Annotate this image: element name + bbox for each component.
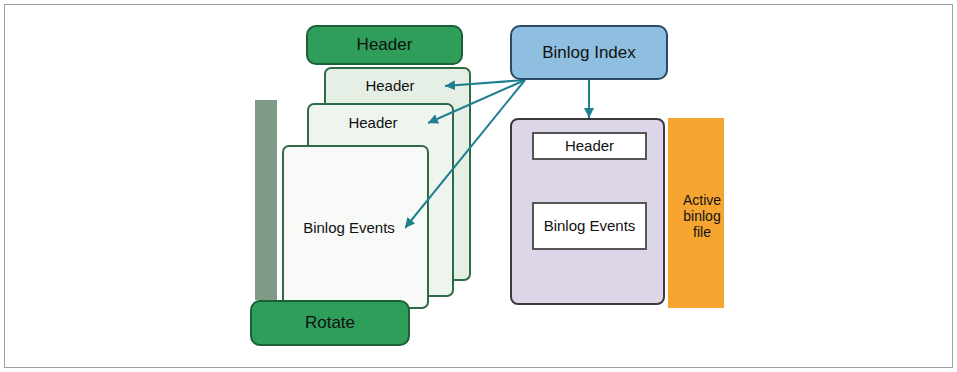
pointer-arrow (588, 80, 590, 118)
pointer-arrow (405, 80, 525, 228)
figure-frame (5, 5, 953, 368)
node-label: Binlog Events (544, 217, 636, 234)
file-header: Header (532, 132, 647, 160)
file-edge-band (255, 100, 277, 300)
active-binlog-file: Active binlog fileHeaderBinlog Events (510, 118, 665, 305)
binlog-events: Binlog Events (532, 202, 647, 250)
node-label: Header (565, 137, 614, 154)
file-header: Header (335, 73, 445, 99)
index-box: Binlog Index (510, 25, 668, 80)
header-callout: Header (306, 25, 463, 65)
node-label: Rotate (305, 313, 355, 333)
node-label: Binlog Events (303, 219, 395, 236)
node-label: Header (357, 35, 413, 55)
node-label: Active binlog file (674, 192, 730, 240)
node-label: Binlog Index (542, 43, 636, 63)
binlog-events: Binlog Events (293, 204, 405, 252)
node-label: Header (348, 114, 397, 131)
file-header: Header (318, 110, 428, 136)
node-label: Header (365, 77, 414, 94)
rotate-callout: Rotate (250, 300, 410, 346)
